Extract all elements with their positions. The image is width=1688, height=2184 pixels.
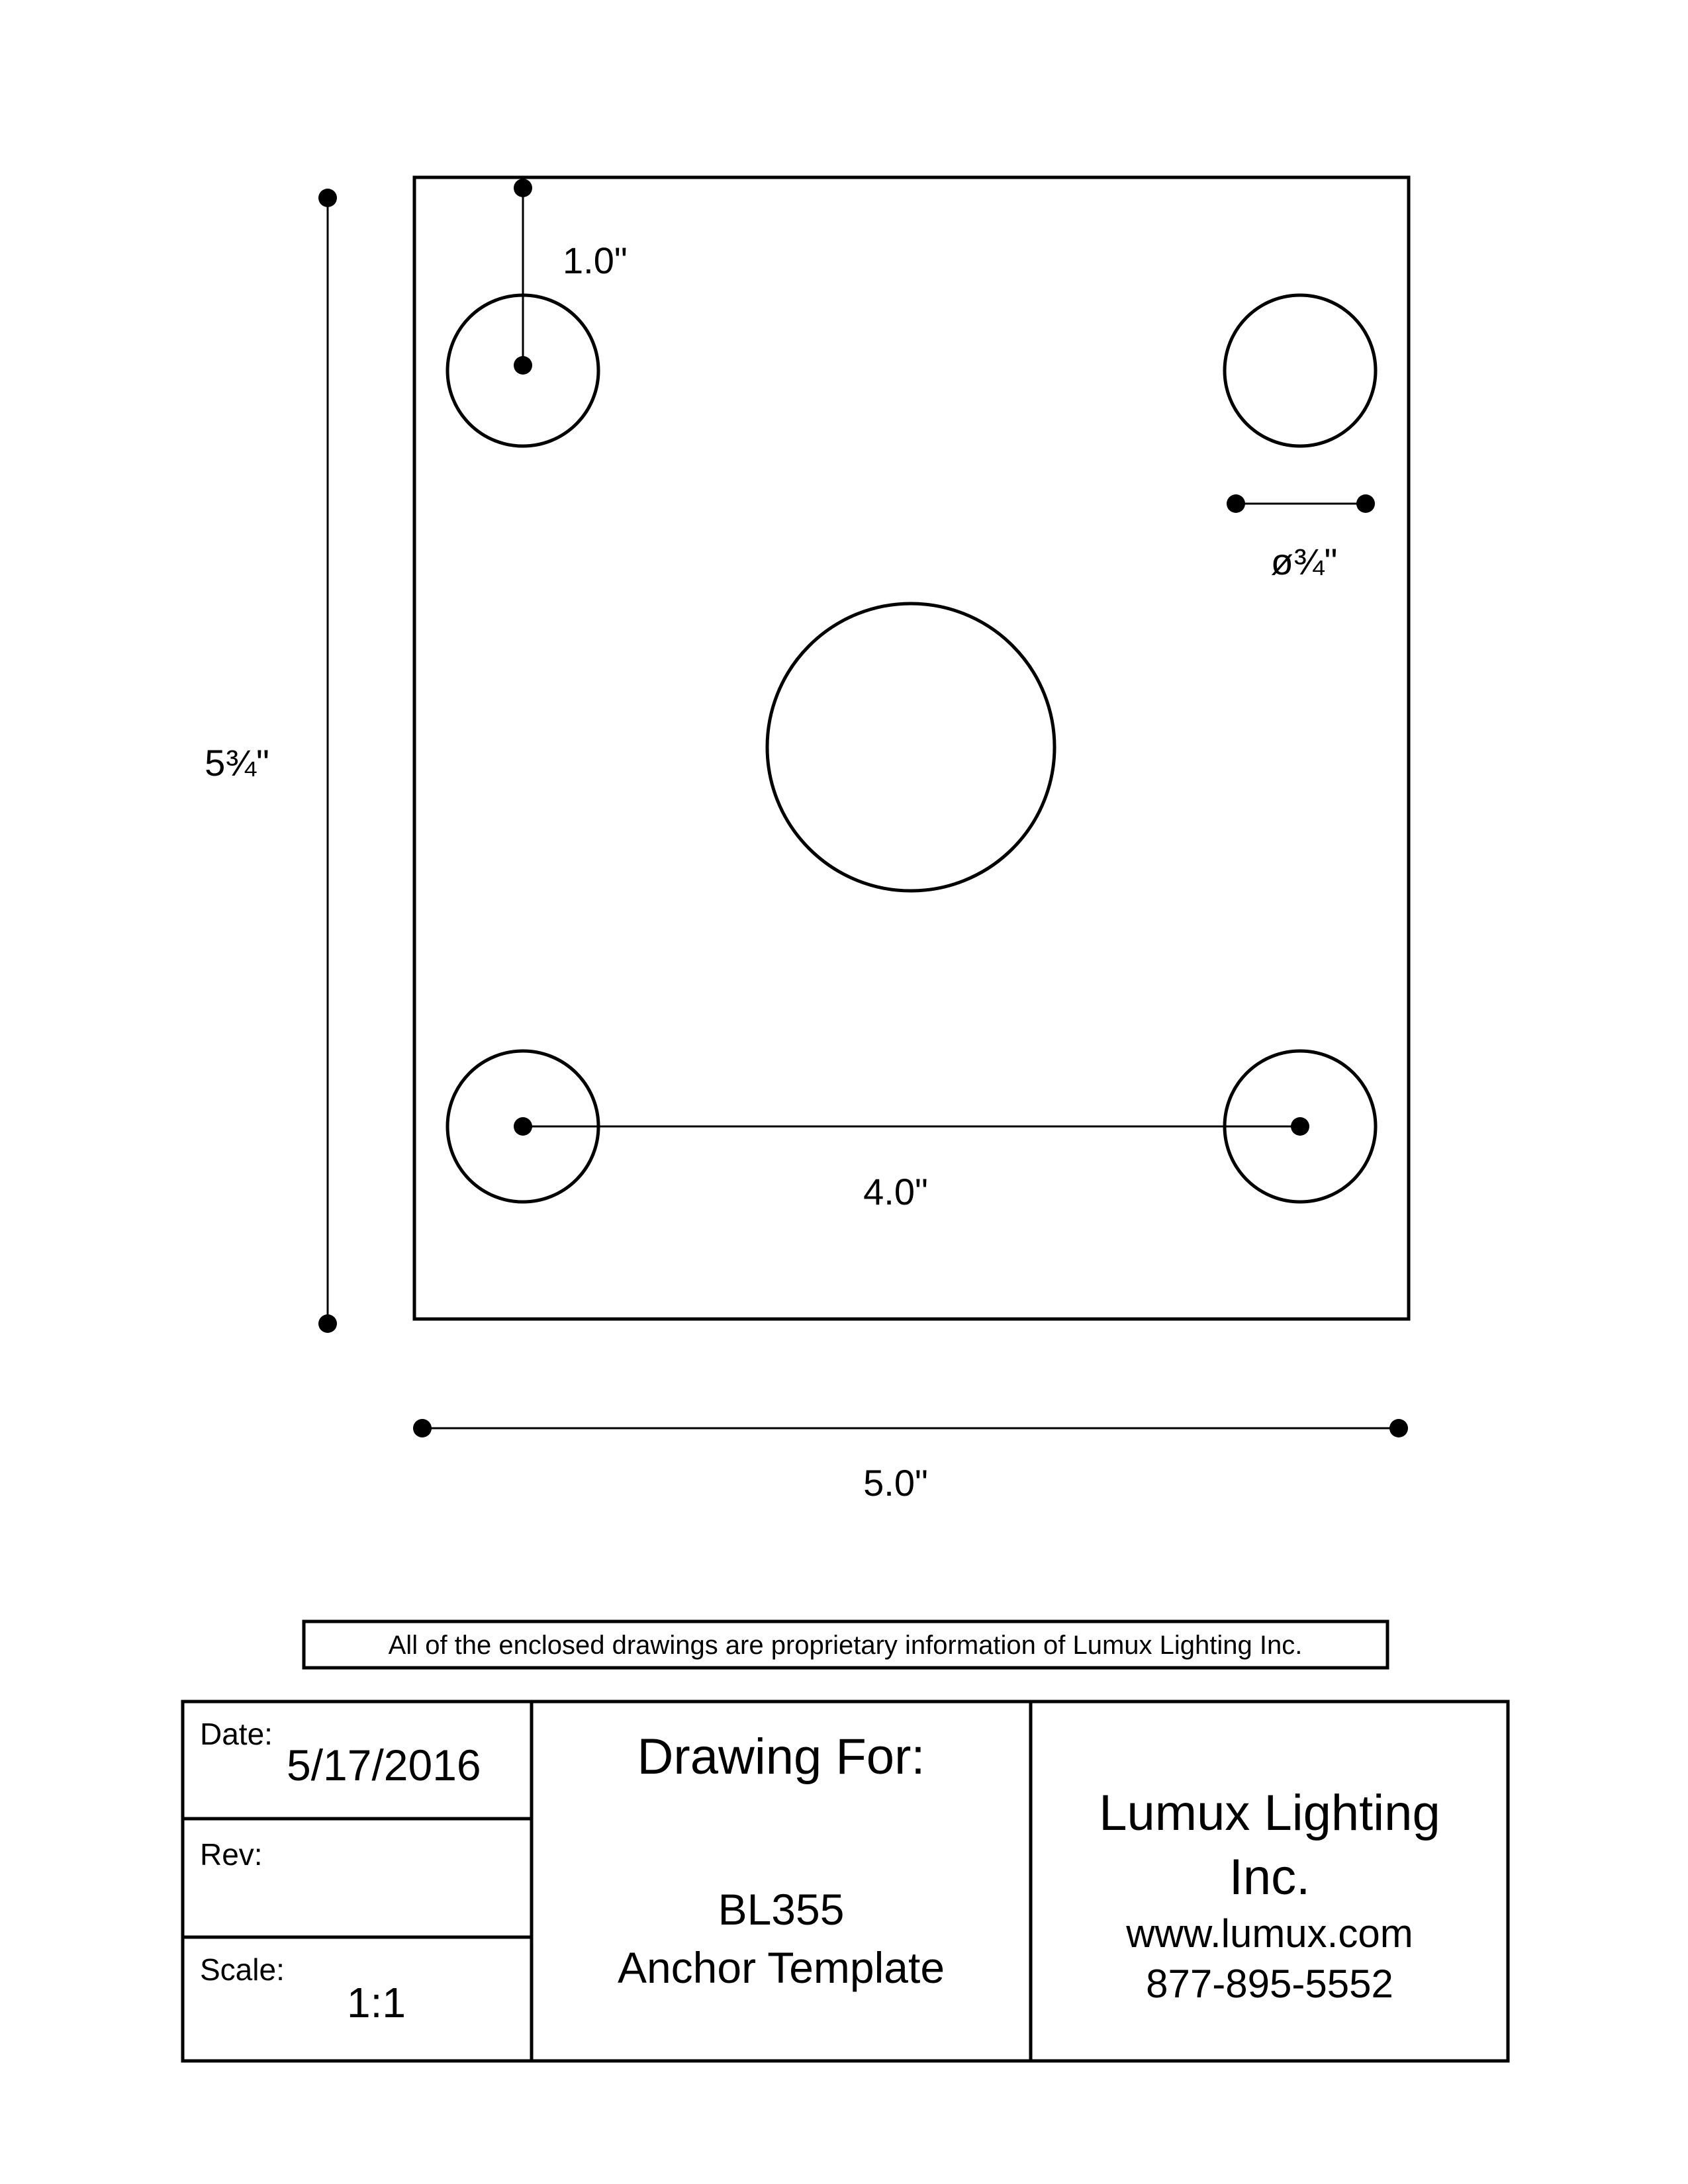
disclaimer-box: All of the enclosed drawings are proprie… xyxy=(302,1619,1389,1670)
anchor-hole-top-right xyxy=(1223,293,1378,448)
hole-diameter-dimension: ø¾" xyxy=(1227,494,1375,582)
scale-label: Scale: xyxy=(200,1952,285,1987)
company-phone: 877-895-5552 xyxy=(1146,1962,1393,2006)
plate-width-dimension: 5.0" xyxy=(413,1419,1408,1504)
company-website: www.lumux.com xyxy=(1125,1911,1413,1956)
model-number: BL355 xyxy=(718,1885,845,1934)
company-name-line2: Inc. xyxy=(1229,1849,1311,1905)
hole-spacing-label: 4.0" xyxy=(863,1171,928,1212)
drawing-for-label: Drawing For: xyxy=(637,1729,925,1785)
center-conduit-hole xyxy=(765,602,1056,893)
rev-label: Rev: xyxy=(200,1837,263,1872)
hole-spacing-dimension: 4.0" xyxy=(514,1117,1309,1212)
edge-to-center-dimension: 1.0" xyxy=(514,179,628,375)
base-plate-outline xyxy=(412,175,1411,1321)
title-block: Date: 5/17/2016 Rev: Scale: 1:1 Drawing … xyxy=(181,1700,1510,2063)
hole-diameter-label: ø¾" xyxy=(1271,541,1338,582)
disclaimer-text: All of the enclosed drawings are proprie… xyxy=(389,1631,1303,1660)
date-value: 5/17/2016 xyxy=(287,1741,481,1790)
company-name-line1: Lumux Lighting xyxy=(1099,1785,1440,1841)
scale-value: 1:1 xyxy=(347,1979,406,2026)
plate-height-dimension: 5¾" xyxy=(205,189,337,1333)
plate-height-label: 5¾" xyxy=(205,742,269,784)
date-label: Date: xyxy=(200,1717,273,1751)
edge-to-center-label: 1.0" xyxy=(563,240,628,281)
plate-width-label: 5.0" xyxy=(863,1462,928,1504)
drawing-description: Anchor Template xyxy=(618,1943,945,1992)
